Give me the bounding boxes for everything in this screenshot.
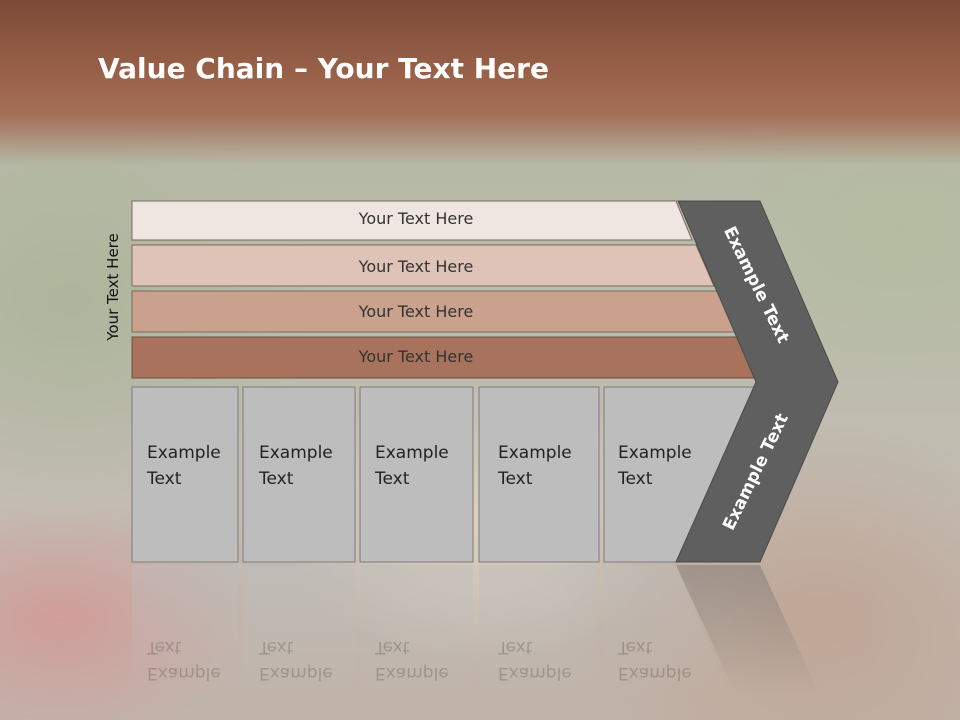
chevron-reflection [676,565,820,695]
box-1-reflection [132,565,238,695]
bar-label-1: Your Text Here [358,209,474,228]
box-1-reflection-line-2: Text [147,637,182,657]
header-band [0,0,960,165]
box-2-reflection [243,565,355,695]
chevron-arrow [675,200,839,563]
box-4-reflection-line-1: Example [498,663,572,683]
box-2-line-1: Example [259,443,333,463]
box-4 [478,386,600,563]
bar-2 [131,244,715,287]
bar-label-4: Your Text Here [358,347,474,366]
box-3 [359,386,474,563]
box-1-line-1: Example [147,443,221,463]
box-3-line-1: Example [375,443,449,463]
box-5-reflection [604,565,730,695]
box-3-reflection-line-2: Text [375,637,410,657]
bar-label-3: Your Text Here [358,302,474,321]
box-1 [131,386,239,563]
bar-1 [131,200,693,241]
box-1-line-2: Text [147,469,182,489]
box-text-3-reflection: Example Text [375,634,449,686]
box-text-5-reflection: Example Text [618,634,692,686]
box-3-reflection [360,565,473,695]
box-text-1-reflection: Example Text [147,634,221,686]
box-4-reflection-line-2: Text [498,637,533,657]
title-strong: Value Chain [98,52,285,85]
box-4-line-1: Example [498,443,572,463]
box-2 [242,386,356,563]
box-5-line-1: Example [618,443,692,463]
box-text-4-reflection: Example Text [498,634,572,686]
box-2-reflection-line-2: Text [259,637,294,657]
box-5-reflection-line-2: Text [618,637,653,657]
box-1-reflection-line-1: Example [147,663,221,683]
box-5-reflection-line-1: Example [618,663,692,683]
box-4-line-2: Text [498,469,533,489]
box-3-line-2: Text [375,469,410,489]
box-4-reflection [479,565,599,695]
box-5-line-2: Text [618,469,653,489]
box-text-2-reflection: Example Text [259,634,333,686]
title-rest: – Your Text Here [284,52,549,85]
box-2-line-2: Text [259,469,294,489]
slide-title: Value Chain – Your Text Here [98,52,549,85]
box-3-reflection-line-1: Example [375,663,449,683]
box-2-reflection-line-1: Example [259,663,333,683]
bar-label-2: Your Text Here [358,257,474,276]
